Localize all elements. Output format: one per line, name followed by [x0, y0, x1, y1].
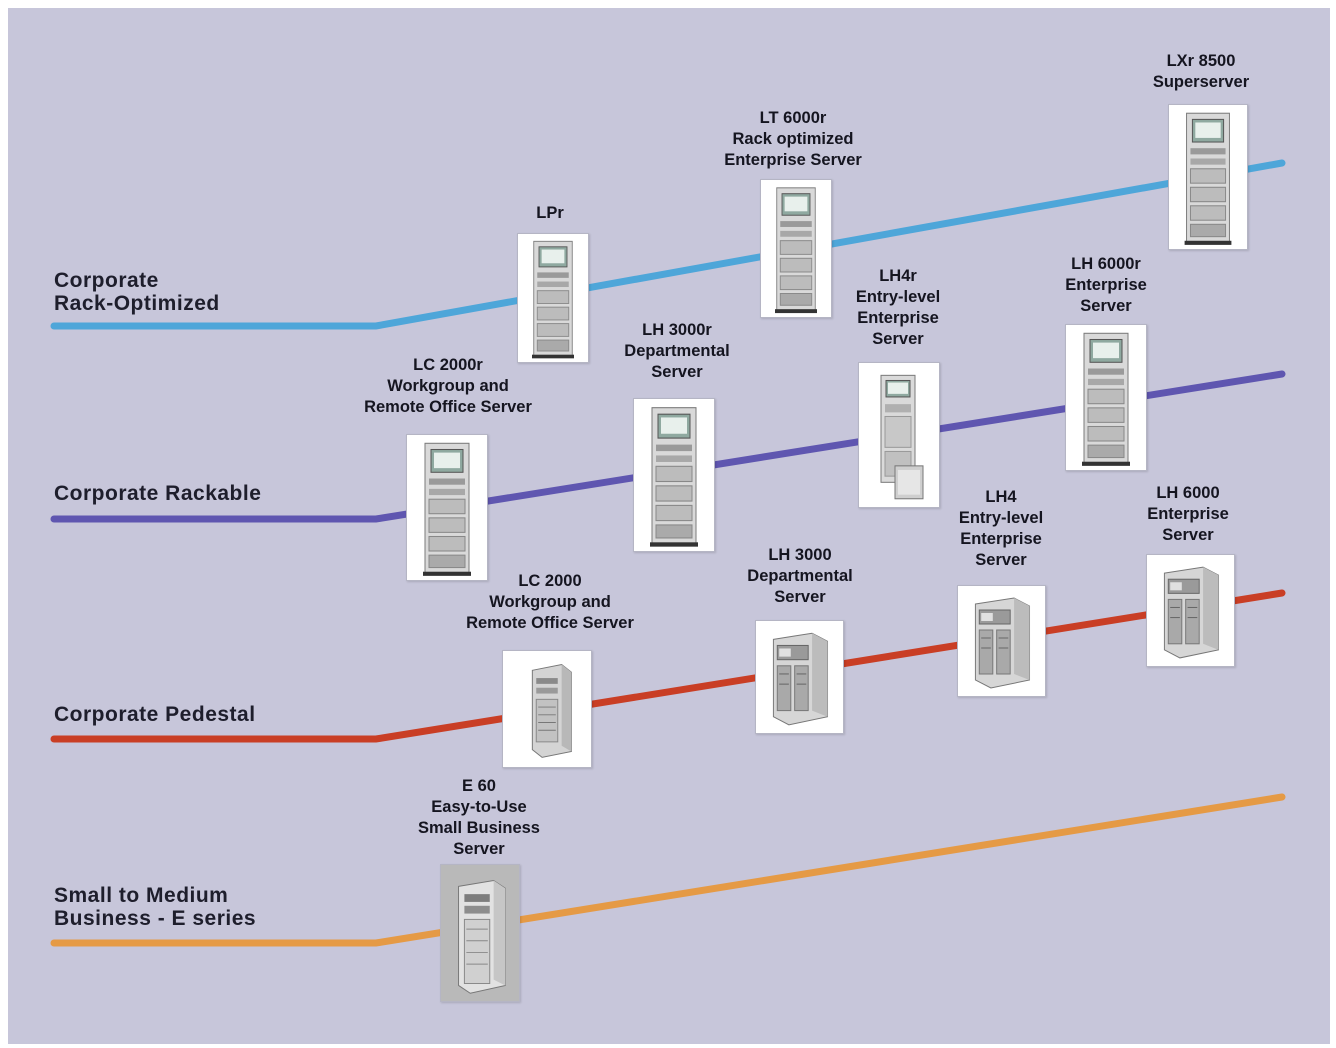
pedestal-server-icon — [1146, 554, 1235, 667]
product-label-lc2000r: LC 2000r Workgroup and Remote Office Ser… — [364, 356, 532, 416]
category-label-e-series: Small to Medium Business - E series — [54, 884, 257, 930]
rack-optimized-track — [50, 159, 1286, 330]
product-line-tracks — [50, 159, 1286, 947]
e-series-track — [50, 793, 1286, 947]
product-line-diagram: Corporate Rack-Optimized Corporate Racka… — [8, 8, 1330, 1044]
rack-server-icon — [1168, 104, 1248, 250]
rack-server-icon — [633, 398, 715, 552]
category-label-rackable: Corporate Rackable — [54, 482, 262, 505]
tower-server-icon — [440, 864, 520, 1002]
product-label-lc2000: LC 2000 Workgroup and Remote Office Serv… — [466, 572, 634, 632]
product-label-lh3000r: LH 3000r Departmental Server — [624, 321, 730, 381]
category-label-rack-optimized: Corporate Rack-Optimized — [54, 269, 220, 315]
category-label-pedestal: Corporate Pedestal — [54, 703, 256, 726]
product-label-lpr: LPr — [536, 204, 564, 222]
rack-server-icon — [760, 179, 832, 318]
pedestal-server-icon — [755, 620, 844, 734]
product-label-lh4r: LH4r Entry-level Enterprise Server — [855, 267, 941, 348]
rackable-track — [50, 370, 1286, 523]
product-label-e60: E 60 Easy-to-Use Small Business Server — [418, 777, 540, 858]
rack-server-icon — [406, 434, 488, 581]
product-label-lh3000: LH 3000 Departmental Server — [747, 546, 853, 606]
rack-server-icon — [517, 233, 589, 363]
product-label-lh6000: LH 6000 Enterprise Server — [1147, 484, 1229, 544]
rack-server-icon — [1065, 324, 1147, 471]
tower-server-icon — [502, 650, 592, 768]
product-label-lh6000r: LH 6000r Enterprise Server — [1065, 255, 1147, 315]
product-label-lxr8500: LXr 8500 Superserver — [1152, 52, 1250, 91]
rack-server-icon — [858, 362, 940, 508]
product-label-lt6000r: LT 6000r Rack optimized Enterprise Serve… — [724, 109, 862, 169]
product-label-lh4: LH4 Entry-level Enterprise Server — [958, 488, 1044, 569]
pedestal-server-icon — [957, 585, 1046, 697]
